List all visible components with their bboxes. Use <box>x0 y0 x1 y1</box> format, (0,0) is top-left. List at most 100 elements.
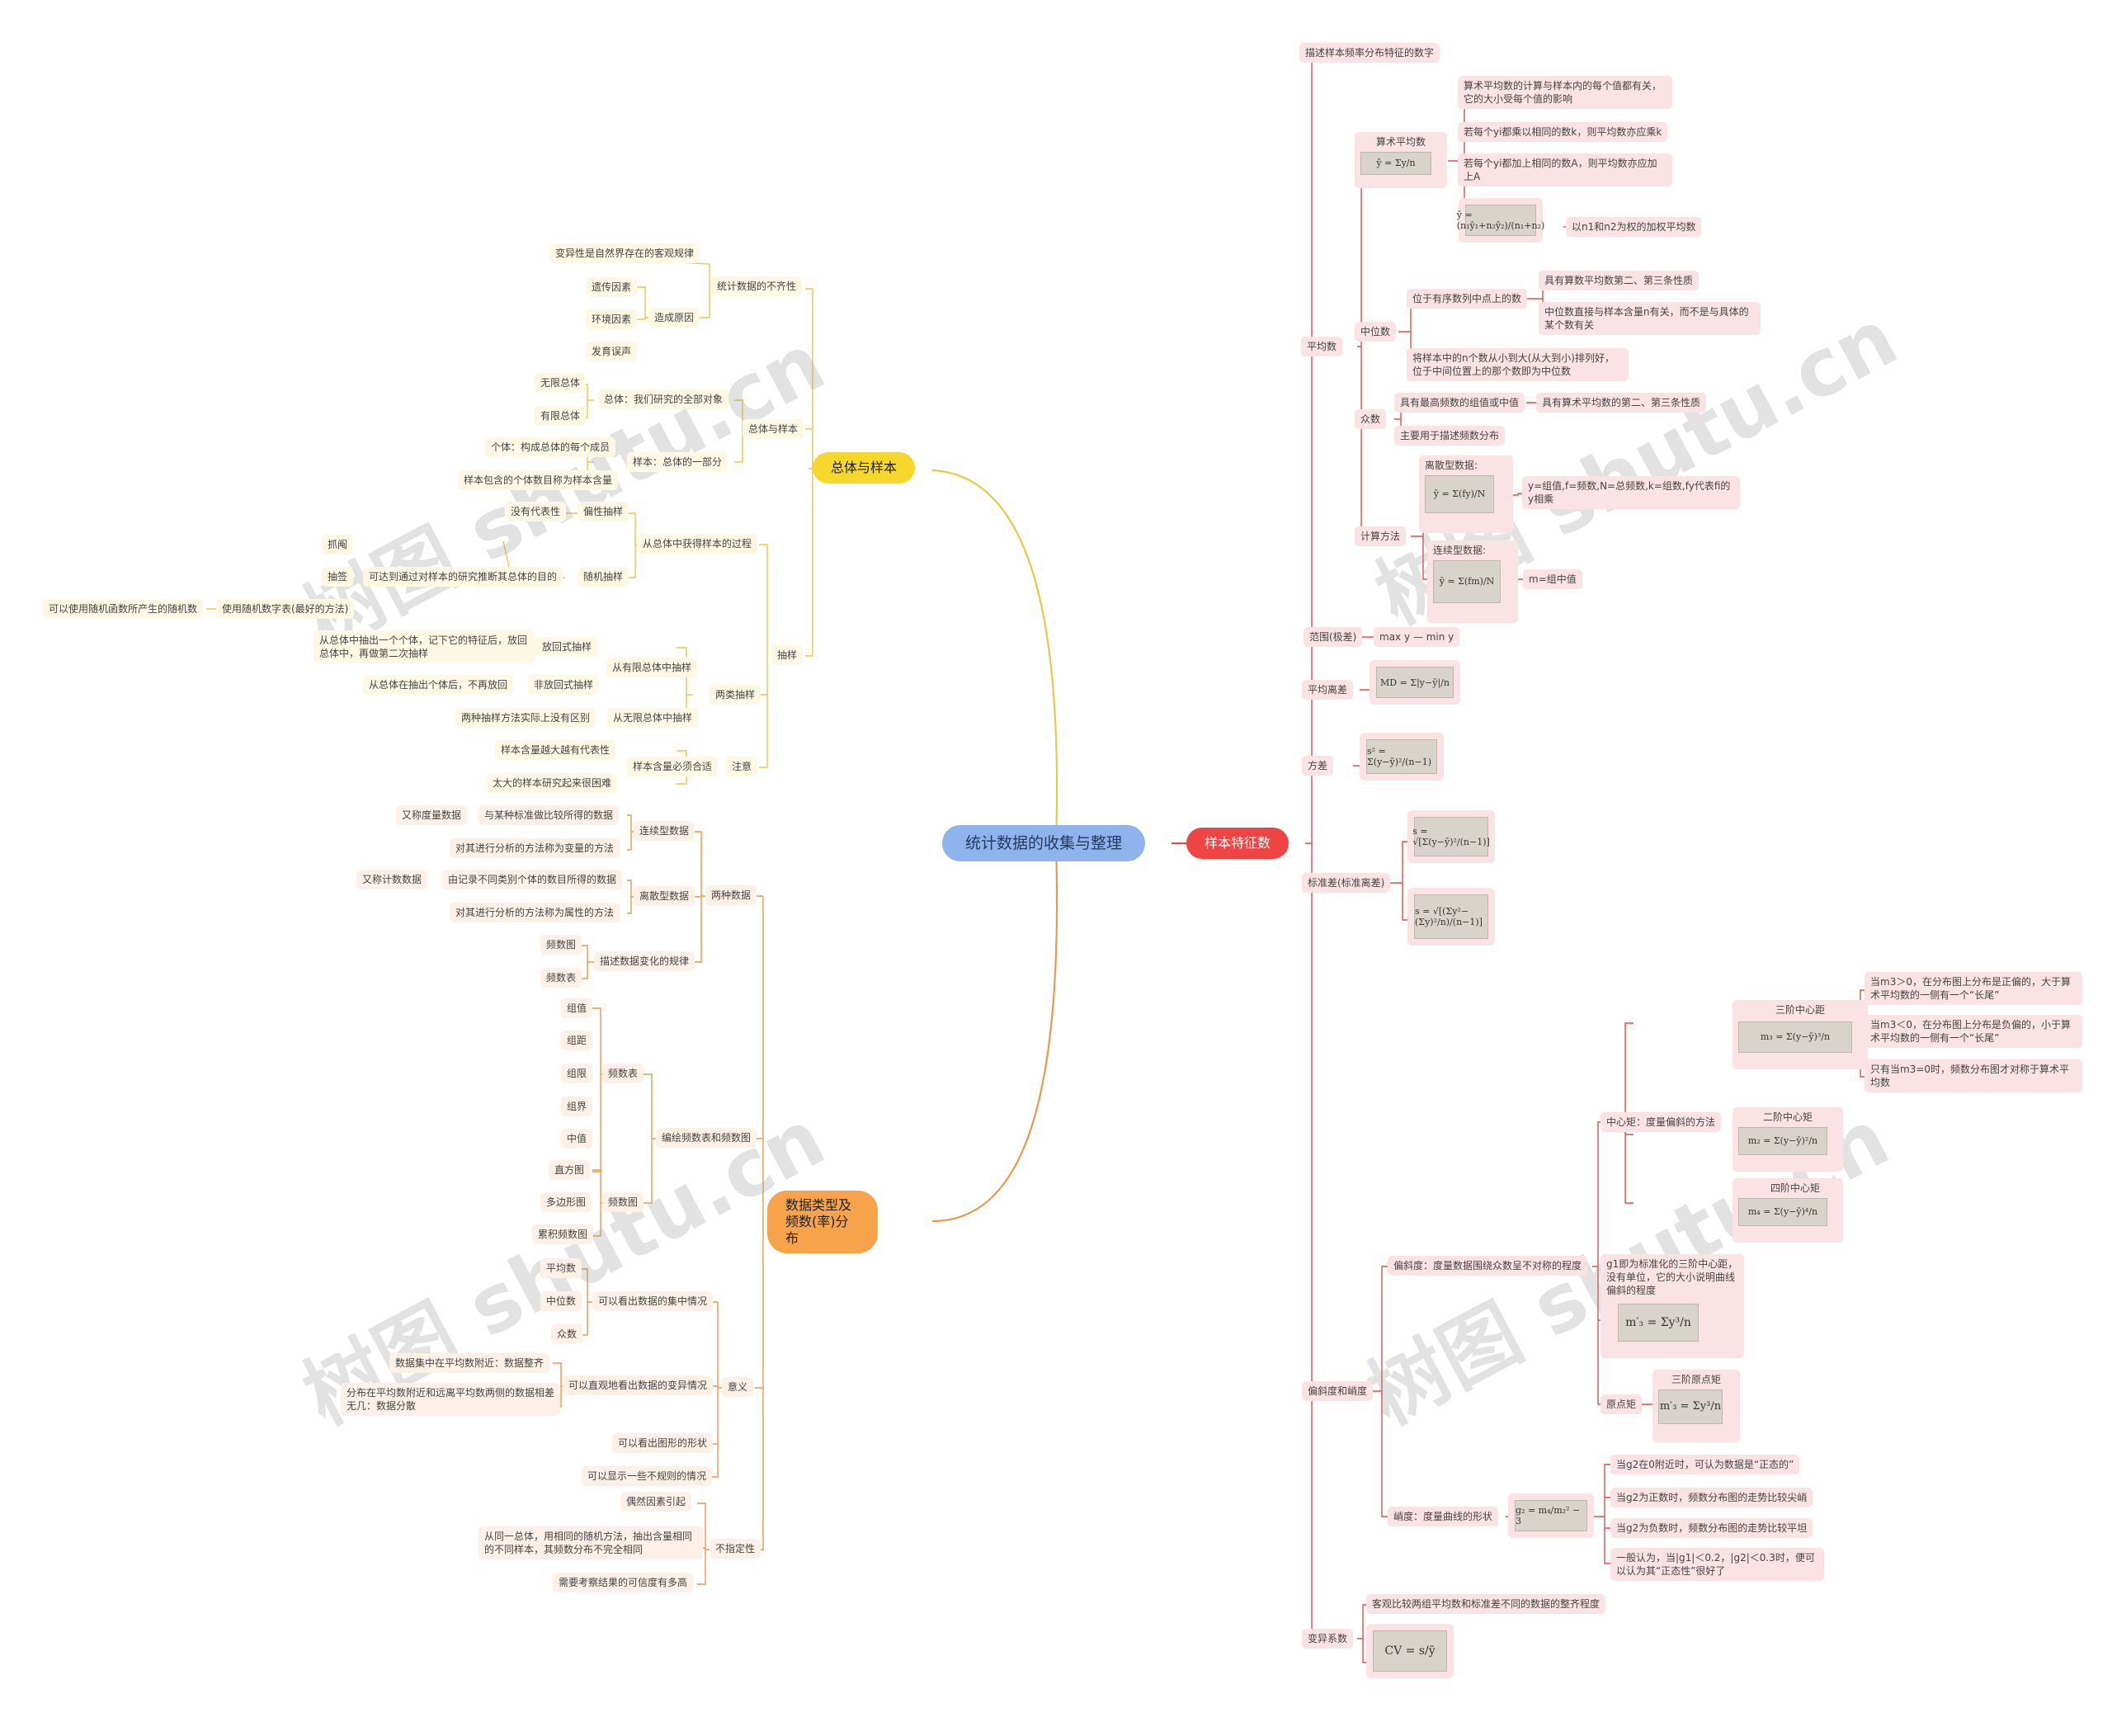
node-too-large-hard[interactable]: 太大的样本研究起来很困难 <box>487 773 618 793</box>
node-fourth-central[interactable]: 四阶中心矩 m₄ = Σ(y−ȳ)⁴/n <box>1732 1178 1843 1243</box>
node-mode-property[interactable]: 具有算术平均数的第二、第三条性质 <box>1536 393 1707 413</box>
node-no-difference[interactable]: 两种抽样方法实际上没有区别 <box>455 708 596 728</box>
node-sampling[interactable]: 抽样 <box>771 645 804 665</box>
node-weighted-formula[interactable]: ȳ = (n₁ȳ₁+n₂ȳ₂)/(n₁+n₂) <box>1457 198 1544 243</box>
node-variance[interactable]: 方差 <box>1302 756 1334 776</box>
node-biased-sampling[interactable]: 偏性抽样 <box>578 502 629 521</box>
node-infinite-population[interactable]: 无限总体 <box>535 373 587 393</box>
node-freq-graph[interactable]: 频数图 <box>540 935 582 955</box>
node-random-function[interactable]: 可以使用随机函数所产生的随机数 <box>43 599 204 619</box>
node-sd-formula-1[interactable]: s = √[Σ(y−ȳ)²/(n−1)] <box>1407 810 1495 863</box>
node-lottery[interactable]: 抓阄 <box>322 535 354 554</box>
node-random-table[interactable]: 使用随机数字表(最好的方法) <box>216 599 355 619</box>
node-average[interactable]: 平均数 <box>1301 337 1343 356</box>
node-make-freq[interactable]: 编绘频数表和频数图 <box>656 1128 757 1148</box>
node-finite-sampling[interactable]: 从有限总体中抽样 <box>606 658 698 677</box>
root-topic[interactable]: 统计数据的收集与整理 <box>942 825 1146 861</box>
node-cause[interactable]: 造成原因 <box>648 308 700 328</box>
node-discrete-def[interactable]: 由记录不同类别个体的数目所得的数据 <box>442 870 623 889</box>
node-mean-property-2[interactable]: 若每个yi都乘以相同的数k，则平均数亦应乘k <box>1458 122 1668 142</box>
branch-population-sample[interactable]: 总体与样本 <box>813 452 916 484</box>
node-individual[interactable]: 个体：构成总体的每个成员 <box>485 437 616 457</box>
node-symmetric[interactable]: 只有当m3=0时，频数分布图才对称于算术平均数 <box>1864 1059 2082 1092</box>
node-normality[interactable]: 一般认为，当|g1|＜0.2，|g2|＜0.3时，便可以认为其“正态性”很好了 <box>1610 1548 1824 1581</box>
node-cv[interactable]: 变异系数 <box>1302 1629 1354 1649</box>
node-mode-usage[interactable]: 主要用于描述频数分布 <box>1394 426 1506 446</box>
node-central-moment[interactable]: 中心矩：度量偏斜的方法 <box>1600 1112 1722 1132</box>
node-cv-desc[interactable]: 客观比较两组平均数和标准差不同的数据的整齐程度 <box>1366 1594 1606 1614</box>
branch-sample-features[interactable]: 样本特征数 <box>1186 828 1289 859</box>
node-discrete-calc[interactable]: 离散型数据: ȳ = Σ(fy)/N <box>1419 455 1513 533</box>
node-discrete-notation[interactable]: y=组值,f=频数,N=总频数,k=组数,fy代表fi的y相乘 <box>1522 476 1740 509</box>
node-table[interactable]: 频数表 <box>602 1064 644 1083</box>
node-random-factor[interactable]: 偶然因素引起 <box>620 1492 692 1512</box>
node-finite-population[interactable]: 有限总体 <box>535 406 587 426</box>
node-mean[interactable]: 平均数 <box>540 1258 582 1278</box>
node-continuous-data[interactable]: 连续型数据 <box>634 821 695 841</box>
node-central-tendency[interactable]: 可以看出数据的集中情况 <box>592 1291 714 1311</box>
node-mean-deviation[interactable]: 平均离差 <box>1302 680 1354 700</box>
node-cv-formula[interactable]: CV = s/ȳ <box>1366 1624 1454 1678</box>
node-cumulative[interactable]: 累积频数图 <box>532 1224 594 1244</box>
node-group-limit[interactable]: 组限 <box>561 1064 593 1083</box>
node-variable-method[interactable]: 对其进行分析的方法称为变量的方法 <box>450 838 620 858</box>
node-reliability[interactable]: 需要考察结果的可信度有多高 <box>553 1573 694 1592</box>
node-calc-method[interactable]: 计算方法 <box>1355 526 1407 546</box>
node-measurement-data[interactable]: 又称度量数据 <box>396 805 468 825</box>
node-infer-purpose[interactable]: 可达到通过对样本的研究推断其总体的目的 <box>363 567 563 587</box>
node-count-data[interactable]: 又称计数数据 <box>356 870 428 889</box>
node-environment[interactable]: 环境因素 <box>586 309 638 329</box>
node-variability-law[interactable]: 变异性是自然界存在的客观规律 <box>549 243 700 263</box>
node-mid-value-m[interactable]: m=组中值 <box>1523 569 1582 589</box>
node-mode[interactable]: 众数 <box>551 1324 583 1344</box>
node-larger-representative[interactable]: 样本含量越大越有代表性 <box>495 740 616 760</box>
branch-data-types[interactable]: 数据类型及频数(率)分布 <box>767 1191 878 1253</box>
node-not-representative[interactable]: 没有代表性 <box>505 502 567 521</box>
node-mode-main[interactable]: 众数 <box>1355 409 1387 429</box>
node-negative-skew[interactable]: 当m3＜0，在分布图上分布是负偏的，小于算术平均数的一侧有一个“长尾” <box>1864 1015 2082 1048</box>
node-median-position[interactable]: 位于有序数列中点上的数 <box>1407 289 1528 309</box>
node-two-data-types[interactable]: 两种数据 <box>705 885 757 905</box>
node-mean-property-3[interactable]: 若每个yi都加上相同的数A，则平均数亦应加上A <box>1458 153 1672 186</box>
node-mid-value[interactable]: 中值 <box>561 1129 593 1149</box>
node-replacement[interactable]: 放回式抽样 <box>536 637 598 657</box>
node-median-definition[interactable]: 将样本中的n个数从小到大(从大到小)排列好，位于中间位置上的那个数即为中位数 <box>1407 348 1629 381</box>
node-histogram[interactable]: 直方图 <box>549 1160 591 1180</box>
node-note[interactable]: 注意 <box>726 757 758 776</box>
node-discrete-data[interactable]: 离散型数据 <box>634 886 695 906</box>
node-weighted-mean[interactable]: 以n1和n2为权的加权平均数 <box>1566 217 1702 237</box>
node-g2-normal[interactable]: 当g2在0附近时，可认为数据是“正态的” <box>1610 1455 1800 1474</box>
node-mean-property-1[interactable]: 算术平均数的计算与样本内的每个值都有关，它的大小受每个值的影响 <box>1458 76 1672 109</box>
node-range[interactable]: 范围(极差) <box>1304 627 1363 647</box>
node-continuous-def[interactable]: 与某种标准做比较所得的数据 <box>478 805 620 825</box>
node-sd-formula-2[interactable]: s = √[(Σy²−(Σy)²/n)/(n−1)] <box>1407 888 1495 946</box>
node-median-property-2[interactable]: 中位数直接与样本含量n有关，而不是与具体的某个数有关 <box>1539 302 1761 335</box>
node-descriptive-numbers[interactable]: 描述样本频率分布特征的数字 <box>1299 43 1440 63</box>
node-positive-skew[interactable]: 当m3＞0，在分布图上分布是正偏的，大于算术平均数的一侧有一个“长尾” <box>1864 972 2082 1005</box>
node-third-central[interactable]: 三阶中心距 m₃ = Σ(y−ȳ)³/n <box>1732 1000 1868 1069</box>
node-draw-lots[interactable]: 抽签 <box>322 567 354 587</box>
node-variance-formula[interactable]: s² = Σ(y−ȳ)²/(n−1) <box>1360 733 1444 781</box>
node-uncertainty[interactable]: 不指定性 <box>710 1539 761 1559</box>
node-median-main[interactable]: 中位数 <box>1355 322 1397 342</box>
node-variation[interactable]: 可以直观地看出数据的变异情况 <box>563 1375 714 1395</box>
node-meaning[interactable]: 意义 <box>722 1377 754 1397</box>
node-infinite-sampling[interactable]: 从无限总体中抽样 <box>607 708 699 728</box>
node-skew-kurtosis[interactable]: 偏斜度和峭度 <box>1302 1381 1374 1401</box>
node-second-central[interactable]: 二阶中心矩 m₂ = Σ(y−ȳ)²/n <box>1732 1107 1843 1172</box>
node-standard-deviation[interactable]: 标准差(标准离差) <box>1302 873 1391 893</box>
node-g2-formula[interactable]: g₂ = m₄/m₂² − 3 <box>1508 1493 1594 1538</box>
node-development[interactable]: 发育误声 <box>586 342 638 361</box>
node-no-replacement[interactable]: 非放回式抽样 <box>528 675 600 695</box>
node-shape[interactable]: 可以看出图形的形状 <box>612 1433 714 1453</box>
node-attribute-method[interactable]: 对其进行分析的方法称为属性的方法 <box>450 903 620 922</box>
node-size-appropriate[interactable]: 样本含量必须合适 <box>627 757 719 776</box>
node-continuous-calc[interactable]: 连续型数据: ȳ = Σ(fm)/N <box>1427 540 1518 623</box>
node-third-origin[interactable]: 三阶原点矩 m′₃ = Σy³/n <box>1652 1370 1740 1442</box>
node-median-property-1[interactable]: 具有算数平均数第二、第三条性质 <box>1539 271 1700 290</box>
node-population[interactable]: 总体：我们研究的全部对象 <box>598 389 729 409</box>
node-g1[interactable]: g1即为标准化的三阶中心距，没有单位，它的大小说明曲线偏斜的程度 m′₃ = Σ… <box>1600 1254 1744 1358</box>
node-md-formula[interactable]: MD = Σ|y−ȳ|/n <box>1370 660 1460 705</box>
node-no-replacement-desc[interactable]: 从总体在抽出个体后，不再放回 <box>363 675 514 695</box>
node-g2-positive[interactable]: 当g2为正数时，频数分布图的走势比较尖峭 <box>1610 1488 1813 1507</box>
